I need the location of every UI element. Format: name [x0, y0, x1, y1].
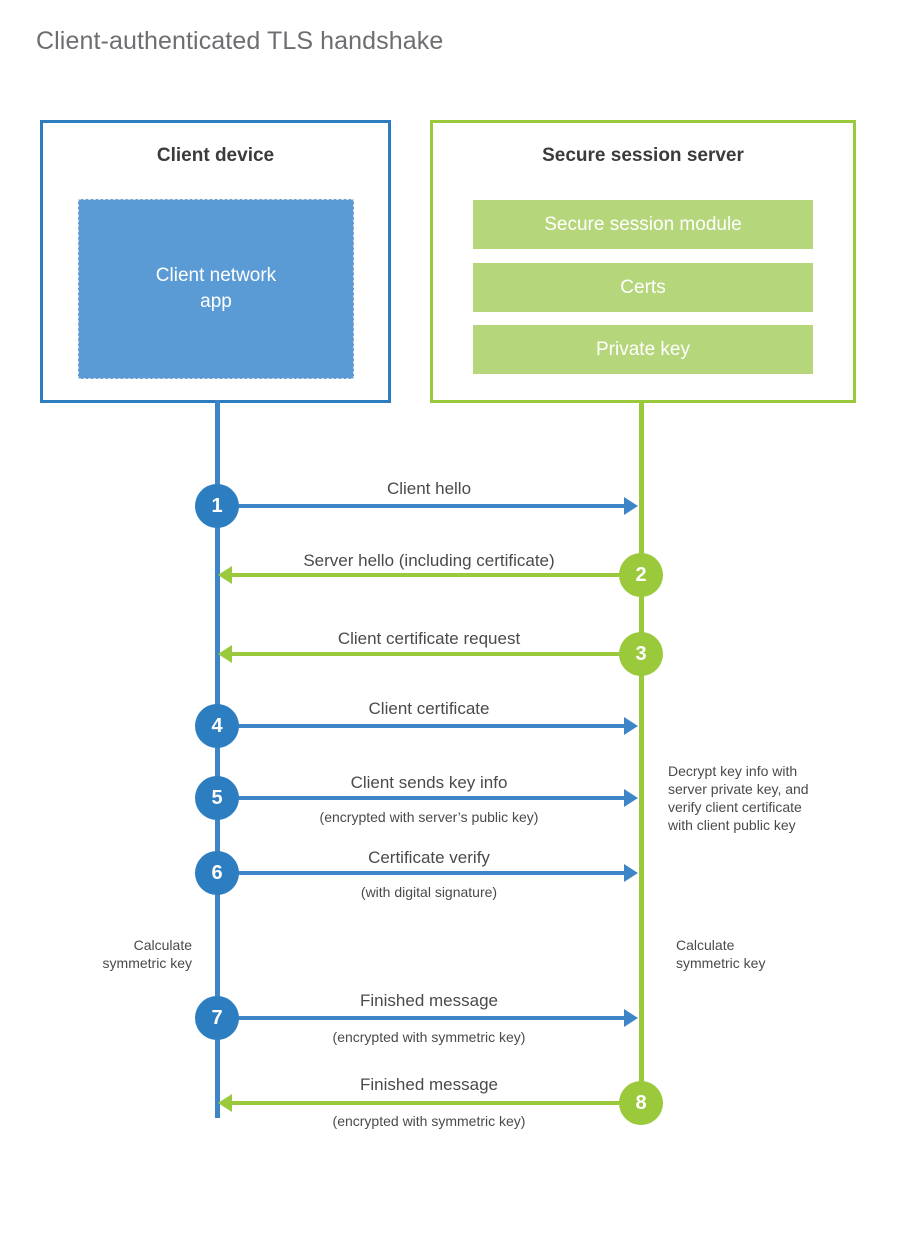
server-lifeline [639, 400, 644, 1103]
client-lifeline [215, 400, 220, 1118]
message-7-arrowhead-icon [624, 1009, 638, 1027]
secure-session-server-box: Secure session server Secure session mod… [430, 120, 856, 403]
message-5-sublabel: (encrypted with server’s public key) [319, 809, 539, 825]
client-device-box: Client device Client network app [40, 120, 391, 403]
message-2-arrowhead-icon [218, 566, 232, 584]
message-6-sublabel: (with digital signature) [360, 884, 498, 900]
message-5-label: Client sends key info [350, 773, 508, 792]
secure-session-server-title: Secure session server [542, 145, 744, 166]
message-3-arrowhead-icon [218, 645, 232, 663]
note-client-calculate-symmetric-key: Calculate symmetric key [102, 937, 192, 971]
client-network-app-label: Client network app [155, 265, 277, 312]
step-badge-8: 8 [619, 1081, 663, 1125]
message-6-arrowhead-icon [624, 864, 638, 882]
message-4-line [217, 724, 626, 728]
server-component-label: Certs [620, 276, 666, 298]
step-badge-3: 3 [619, 632, 663, 676]
server-component-secure-session-module: Secure session module [473, 200, 813, 249]
note-server-decrypt: Decrypt key info with server private key… [668, 763, 809, 833]
message-4-arrowhead-icon [624, 717, 638, 735]
step-badge-4: 4 [195, 704, 239, 748]
message-3-line [232, 652, 641, 656]
page-title: Client-authenticated TLS handshake [36, 27, 444, 55]
step-badge-5: 5 [195, 776, 239, 820]
message-3-label: Client certificate request [337, 629, 521, 648]
message-1-line [217, 504, 626, 508]
server-component-label: Secure session module [544, 213, 742, 235]
message-8-arrowhead-icon [218, 1094, 232, 1112]
message-1-arrowhead-icon [624, 497, 638, 515]
step-badge-2: 2 [619, 553, 663, 597]
message-4-label: Client certificate [368, 699, 490, 718]
server-component-certs: Certs [473, 263, 813, 312]
step-badge-7: 7 [195, 996, 239, 1040]
message-5-arrowhead-icon [624, 789, 638, 807]
message-8-line [232, 1101, 641, 1105]
message-2-label: Server hello (including certificate) [303, 551, 555, 570]
message-7-sublabel: (encrypted with symmetric key) [332, 1029, 526, 1045]
message-8-sublabel: (encrypted with symmetric key) [332, 1113, 526, 1129]
message-6-line [217, 871, 626, 875]
server-component-private-key: Private key [473, 325, 813, 374]
step-badge-6: 6 [195, 851, 239, 895]
message-2-line [232, 573, 641, 577]
message-8-label: Finished message [360, 1075, 498, 1094]
message-7-label: Finished message [360, 991, 498, 1010]
server-component-label: Private key [596, 338, 690, 360]
message-6-label: Certificate verify [368, 848, 490, 867]
client-network-app-block: Client network app [78, 199, 354, 379]
client-device-title: Client device [156, 145, 275, 166]
note-server-calculate-symmetric-key: Calculate symmetric key [676, 937, 766, 971]
message-7-line [217, 1016, 626, 1020]
step-badge-1: 1 [195, 484, 239, 528]
message-5-line [217, 796, 626, 800]
message-1-label: Client hello [386, 479, 472, 498]
